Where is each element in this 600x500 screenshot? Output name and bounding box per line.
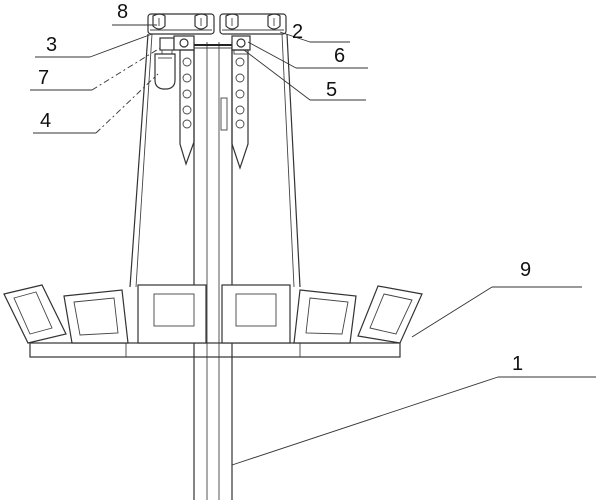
floodlight-4 [221, 284, 291, 344]
pole [193, 42, 233, 500]
right-clamp [231, 35, 251, 55]
label-9: 9 [520, 259, 531, 281]
floodlights [3, 284, 423, 344]
floodlight-3 [137, 284, 207, 344]
label-1: 1 [512, 353, 523, 375]
label-6: 6 [334, 45, 345, 67]
floodlight-5 [293, 289, 357, 344]
lamp-ring [29, 342, 401, 358]
floodlight-2 [63, 289, 129, 344]
label-3: 3 [46, 34, 57, 56]
hoist [154, 53, 176, 90]
leader-lines [30, 24, 596, 466]
right-hanging-plate [231, 49, 249, 170]
label-8: 8 [117, 1, 128, 23]
floodlight-1 [3, 284, 67, 344]
top-frame-left [147, 13, 215, 35]
part-labels: 8 3 7 4 2 6 5 9 1 [38, 1, 531, 375]
label-4: 4 [40, 110, 51, 132]
floodlight-6 [357, 285, 423, 344]
lamp-shell [129, 33, 301, 288]
label-7: 7 [38, 67, 49, 89]
top-frame-right [219, 13, 287, 35]
label-2: 2 [292, 21, 303, 43]
left-clamp [159, 35, 195, 55]
left-hanging-plate [179, 49, 195, 166]
label-5: 5 [326, 79, 337, 101]
